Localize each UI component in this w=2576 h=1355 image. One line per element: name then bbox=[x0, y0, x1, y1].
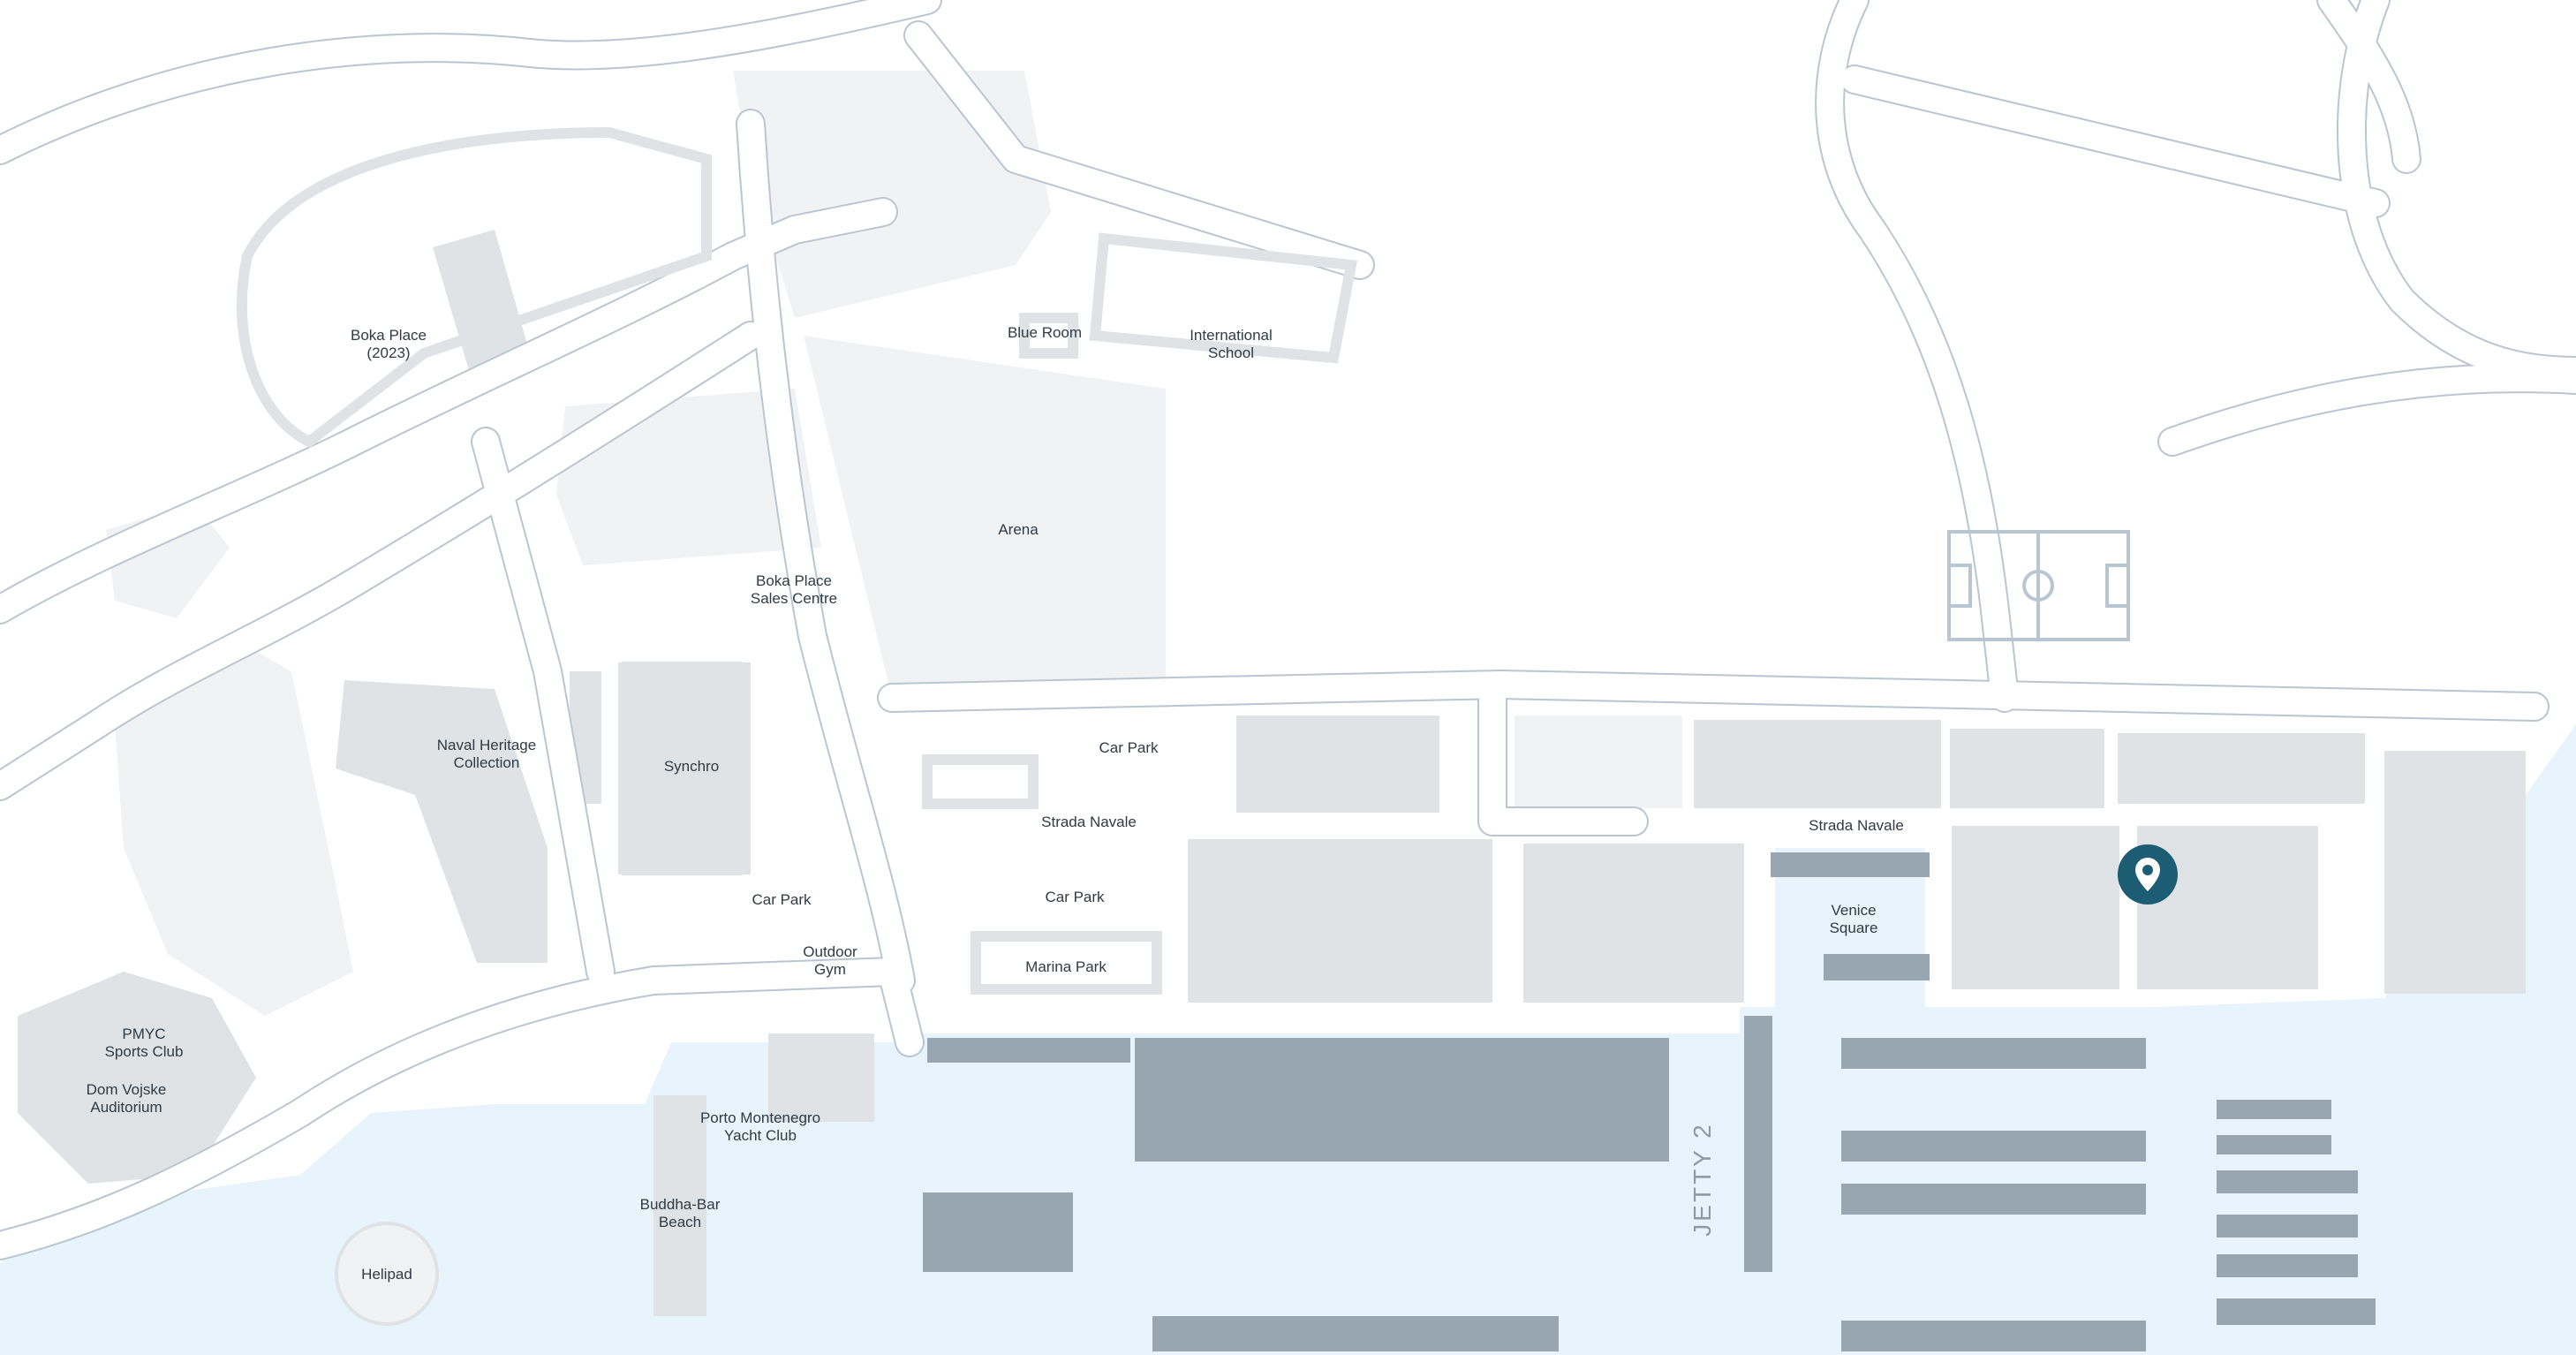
helipad-circle bbox=[335, 1222, 439, 1326]
outlined-structures bbox=[236, 126, 1358, 995]
map-pin-icon[interactable] bbox=[2116, 843, 2179, 906]
label-jetty-2: JETTY 2 bbox=[1688, 1122, 1716, 1237]
boats bbox=[923, 852, 2376, 1351]
buildings bbox=[18, 230, 2526, 1316]
roads bbox=[0, 0, 2576, 1260]
football-pitch bbox=[1947, 530, 2130, 641]
